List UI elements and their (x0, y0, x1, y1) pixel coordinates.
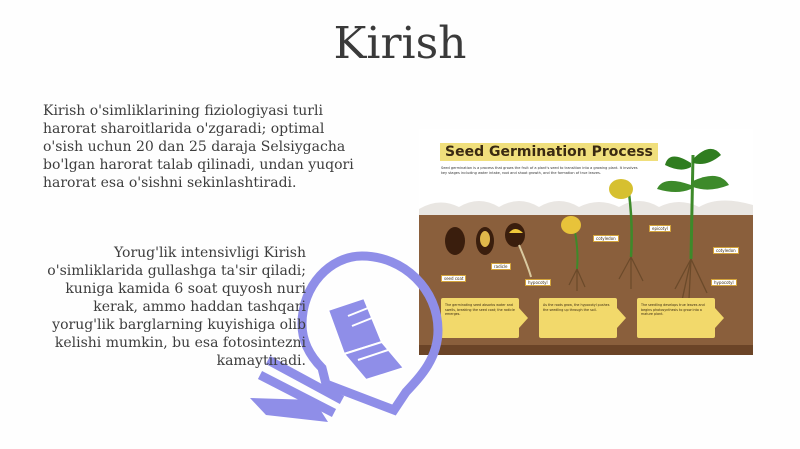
stage-panel-1: The germinating seed absorbs water and s… (441, 298, 528, 338)
figure-description: Seed germination is a process that grows… (441, 166, 638, 175)
slide-title: Kirish (333, 18, 467, 69)
label-epicotyl: epicotyl (649, 225, 671, 232)
seed-germination-figure: Seed Germination Process Seed germinatio… (419, 129, 753, 355)
label-cotyledon-1: cotyledon (593, 235, 619, 242)
label-hypocotyl-2: hypocotyl (711, 279, 737, 286)
figure-title: Seed Germination Process (440, 143, 658, 161)
stage-panel-3: The seedling develops true leaves and be… (637, 298, 724, 338)
stage-panel-2: As the roots grow, the hypocotyl pushes … (539, 298, 626, 338)
paragraph-light: Yorug'lik intensivligi Kirish o'simlikla… (47, 245, 306, 369)
lightbulb-with-book-icon (250, 251, 443, 422)
label-seed-coat: seed coat (441, 275, 467, 282)
label-cotyledon-2: cotyledon (713, 247, 739, 254)
paragraph-temperature: Kirish o'simliklarining fiziologiyasi tu… (43, 103, 354, 191)
label-hypocotyl-1: hypocotyl (525, 279, 551, 286)
label-radicle: radicle (491, 263, 511, 270)
